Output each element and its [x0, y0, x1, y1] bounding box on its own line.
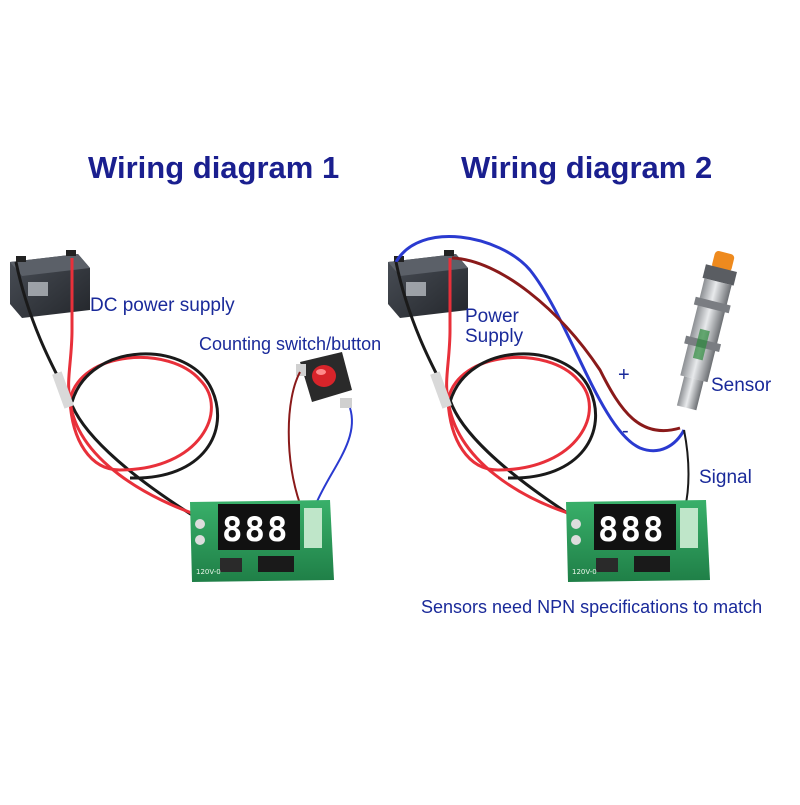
positive-sign-label: +	[618, 364, 630, 386]
diagram-1: 888 120V-0	[10, 250, 353, 582]
counter-board-2: 888 120V-0	[566, 500, 710, 582]
power-supply-label-line2: Supply	[465, 326, 524, 347]
wire-black-loop-2	[448, 352, 598, 480]
negative-sign-label: -	[622, 420, 629, 442]
wire-brown-2	[451, 256, 681, 433]
wire-red-2	[445, 258, 585, 520]
power-supply-label-line1: Power	[465, 306, 519, 327]
diagram-2-title: Wiring diagram 2	[461, 150, 713, 185]
wire-brown-1	[287, 371, 301, 505]
seven-segment-display-2: 888	[598, 510, 665, 550]
signal-label: Signal	[699, 467, 752, 488]
wire-signal-2	[683, 429, 690, 513]
wire-red-loop-2	[446, 355, 591, 472]
proximity-sensor	[676, 251, 737, 411]
wire-red-1	[67, 258, 207, 520]
diagram-1-title: Wiring diagram 1	[88, 150, 340, 185]
seven-segment-display-1: 888	[222, 510, 289, 550]
wire-red-loop-1	[68, 355, 213, 472]
push-button-switch	[296, 352, 352, 408]
dc-power-supply-label: DC power supply	[90, 295, 235, 316]
diagram-2: 888 120V-0	[388, 234, 737, 582]
svg-text:120V-0: 120V-0	[196, 568, 221, 576]
wire-blue-2	[394, 234, 686, 453]
npn-note-label: Sensors need NPN specifications to match	[421, 597, 763, 617]
counting-switch-label: Counting switch/button	[199, 334, 382, 354]
battery-1	[10, 250, 90, 318]
wire-blue-1	[315, 407, 353, 505]
wire-black-loop-1	[70, 352, 220, 480]
counter-board-1: 888 120V-0	[190, 500, 334, 582]
sensor-label: Sensor	[711, 375, 772, 396]
svg-text:120V-0: 120V-0	[572, 568, 597, 576]
